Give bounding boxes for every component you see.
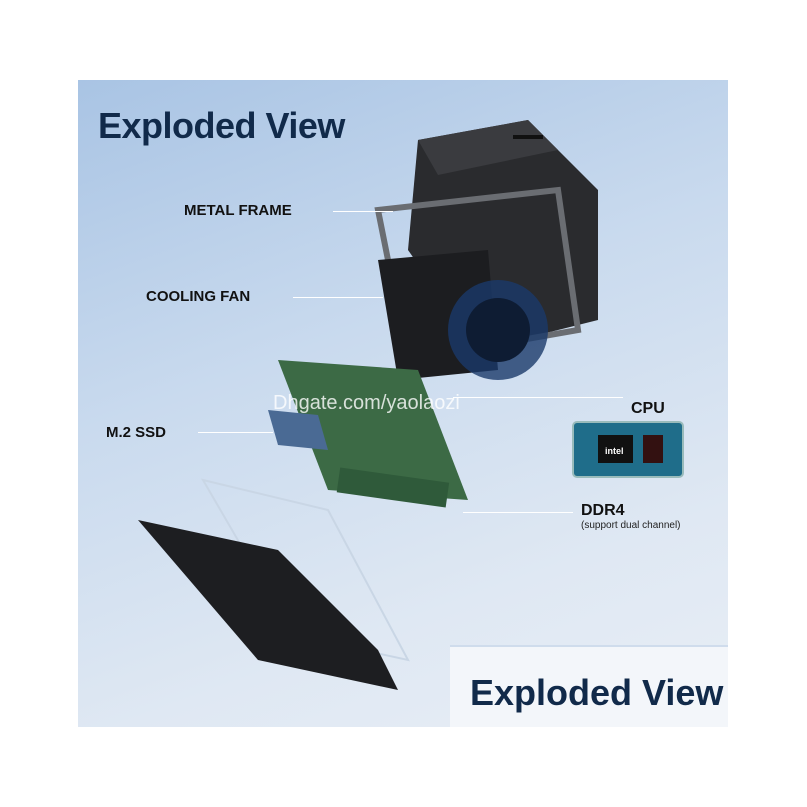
label-ddr4: DDR4	[581, 502, 625, 519]
motherboard	[278, 360, 468, 508]
product-image: Exploded View intel METAL FRAME COOLING …	[78, 80, 728, 727]
bottom-cover	[138, 478, 410, 690]
footer-title: Exploded View	[470, 672, 724, 713]
label-metal-frame: METAL FRAME	[184, 202, 292, 219]
watermark: Dhgate.com/yaolaozi	[273, 392, 460, 414]
label-ddr4-note: (support dual channel)	[581, 520, 681, 531]
page-title: Exploded View	[98, 105, 345, 146]
cpu-chip: intel	[572, 421, 684, 478]
label-cooling-fan: COOLING FAN	[146, 288, 251, 305]
cooling-fan	[378, 250, 548, 380]
intel-logo-text: intel	[605, 446, 624, 456]
label-m2-ssd: M.2 SSD	[106, 424, 167, 441]
ssd-plate	[268, 410, 328, 450]
label-cpu: CPU	[631, 400, 665, 417]
mini-pc-exploded-illustration: intel	[138, 120, 684, 690]
footer-banner: Exploded View	[450, 645, 728, 727]
